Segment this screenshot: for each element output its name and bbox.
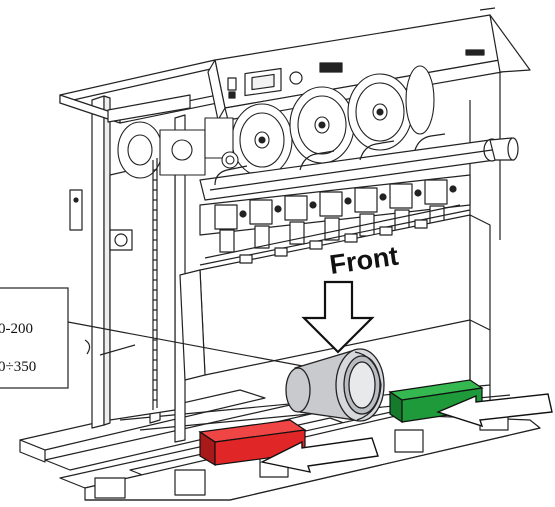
- boiler-frame: [59, 59, 501, 443]
- front-arrow-icon: [301, 280, 375, 354]
- forklift-arrow-red-icon: [259, 437, 379, 473]
- dimension-leader-line: [67, 321, 341, 374]
- power-switch-icon: [289, 71, 303, 85]
- forklift-arrow-green-icon: [435, 393, 553, 428]
- dimension-bottom-label: 0÷350: [0, 359, 36, 375]
- dimension-label-box: [0, 287, 69, 389]
- logo-badge: [319, 62, 343, 73]
- gas-valves: [199, 174, 471, 253]
- flue-duct: [285, 348, 385, 422]
- green-support-block: [388, 379, 484, 424]
- side-components: [69, 158, 158, 410]
- dimension-top-label: 0-200: [0, 321, 33, 337]
- header-pipe: [199, 133, 519, 201]
- burner-fans: [117, 65, 435, 179]
- red-support-block: [198, 419, 307, 467]
